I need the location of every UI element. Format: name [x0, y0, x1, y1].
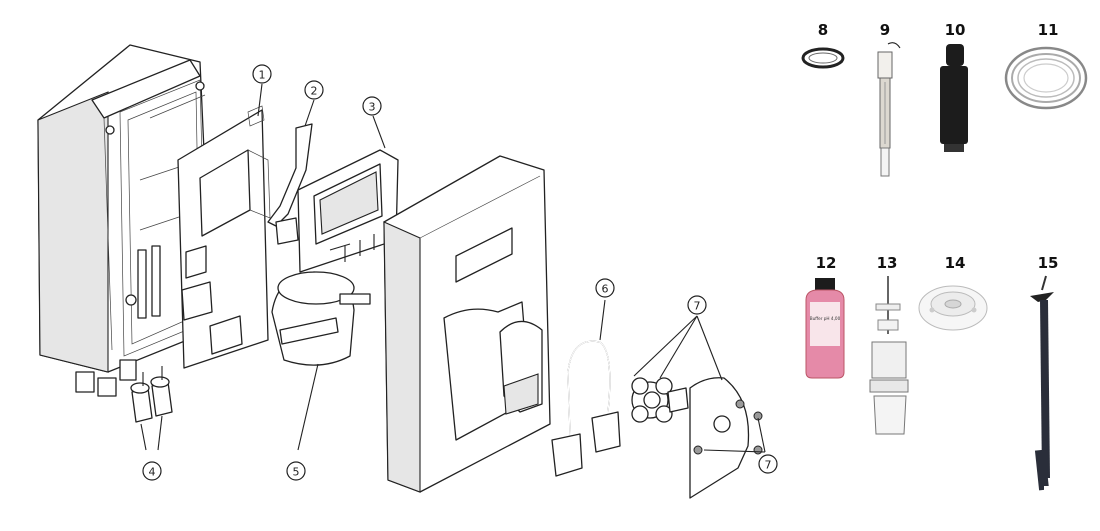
leader-lines — [140, 83, 766, 453]
svg-text:13: 13 — [877, 254, 898, 272]
cable-glands — [130, 366, 173, 423]
housing-base — [37, 44, 213, 397]
accessory-12-buffer-bottle: 12 Buffer pH 4,00 — [805, 254, 845, 379]
svg-text:7: 7 — [694, 300, 701, 313]
svg-text:2: 2 — [311, 85, 318, 98]
accessory-8-gasket: 8 — [801, 21, 845, 69]
accessory-14-cap: 14 — [918, 254, 988, 331]
svg-text:3: 3 — [369, 101, 376, 114]
svg-text:8: 8 — [818, 21, 828, 39]
svg-text:15: 15 — [1038, 254, 1059, 272]
callout-4: 4 — [142, 461, 162, 481]
pump-cover-disc — [689, 377, 763, 499]
accessory-10-holder: 10 — [940, 21, 968, 152]
callout-2: 2 — [304, 80, 324, 100]
svg-text:Buffer pH 4,00: Buffer pH 4,00 — [810, 316, 841, 321]
accessory-13-flow-cell: 13 — [869, 254, 909, 435]
svg-text:7: 7 — [765, 459, 772, 472]
callout-6: 6 — [595, 278, 615, 298]
ribbon-cable — [267, 123, 313, 245]
display-module — [297, 149, 399, 273]
svg-text:12: 12 — [816, 254, 837, 272]
callout-7-bottom: 7 — [758, 454, 778, 474]
accessory-9-probe: 9 — [877, 21, 901, 177]
peristaltic-tube — [551, 340, 621, 477]
svg-text:6: 6 — [602, 283, 609, 296]
svg-text:10: 10 — [945, 21, 966, 39]
svg-text:11: 11 — [1038, 21, 1059, 39]
svg-text:1: 1 — [259, 69, 266, 82]
pump-motor — [271, 271, 371, 366]
svg-text:4: 4 — [149, 466, 156, 479]
accessory-15-electrode: 15 — [1030, 254, 1059, 491]
callout-7-top: 7 — [687, 295, 707, 315]
accessory-11-tubing: 11 — [1004, 21, 1088, 110]
callout-5: 5 — [286, 461, 306, 481]
pump-rotor — [631, 377, 689, 423]
callout-1: 1 — [252, 64, 272, 84]
svg-text:5: 5 — [293, 466, 300, 479]
circuit-board — [177, 105, 271, 369]
svg-text:14: 14 — [945, 254, 966, 272]
callout-3: 3 — [362, 96, 382, 116]
svg-text:9: 9 — [880, 21, 890, 39]
front-cover — [383, 155, 551, 493]
